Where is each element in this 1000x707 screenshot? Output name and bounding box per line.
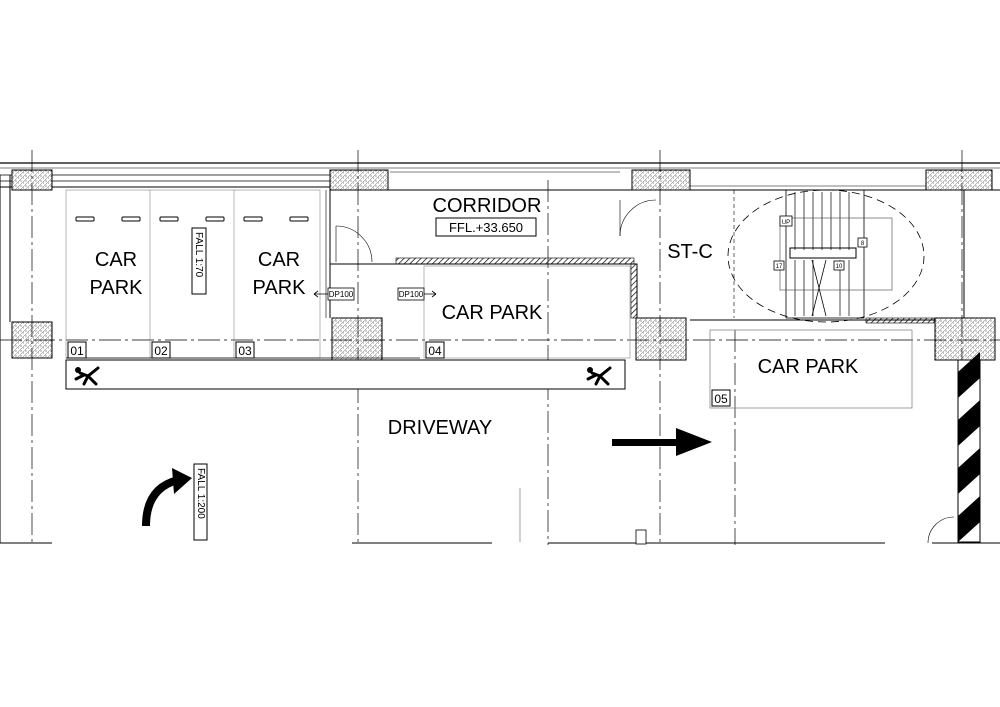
fall-label-1: FALL 1:70 — [193, 232, 204, 278]
corridor-walls — [325, 190, 657, 359]
stair-markers: 8 17 10 — [773, 237, 868, 271]
stair-core — [690, 189, 965, 324]
svg-text:DP100: DP100 — [399, 290, 424, 299]
svg-text:04: 04 — [428, 344, 442, 358]
fall-box-1 — [191, 227, 207, 295]
svg-text:03: 03 — [238, 344, 252, 358]
fall-label-2: FALL 1:200 — [195, 468, 206, 519]
running-man-icon — [74, 366, 100, 386]
corridor-level: FFL.+33.650 — [449, 220, 523, 235]
running-man-icon — [586, 366, 612, 386]
svg-text:DP100: DP100 — [329, 290, 354, 299]
corridor-label: CORRIDOR — [433, 195, 542, 217]
svg-text:10: 10 — [836, 264, 843, 270]
bay-tags: 01 02 03 04 05 — [67, 341, 731, 407]
up-tag: UP — [779, 215, 793, 227]
door-swing-bottom — [927, 516, 955, 544]
stair-label: ST-C — [667, 241, 713, 263]
curved-arrow-icon — [142, 468, 192, 527]
grid-bubble — [635, 529, 647, 545]
car-park-1-line1: CAR — [95, 249, 137, 271]
door-tag-left: DP100 — [313, 287, 355, 301]
driveway-label: DRIVEWAY — [388, 417, 492, 439]
level-box — [435, 217, 537, 237]
direction-arrow-icon — [612, 428, 712, 456]
car-park-5-label: CAR PARK — [758, 356, 859, 378]
top-wall — [0, 162, 1000, 191]
pedestrian-walkway — [65, 359, 626, 390]
car-park-1-line2: PARK — [90, 277, 144, 299]
car-park-5-bay — [709, 329, 913, 409]
car-park-3-line1: CAR — [258, 249, 300, 271]
svg-text:05: 05 — [714, 392, 728, 406]
hazard-stripes-icon — [957, 352, 981, 543]
door-tag-right: DP100 — [397, 287, 437, 301]
bottom-edge — [0, 175, 1000, 544]
svg-text:8: 8 — [861, 241, 865, 247]
fall-box-2 — [193, 463, 208, 541]
svg-text:02: 02 — [154, 344, 168, 358]
car-park-3-line2: PARK — [253, 277, 307, 299]
svg-text:UP: UP — [782, 220, 790, 226]
svg-text:17: 17 — [776, 264, 783, 270]
svg-text:01: 01 — [70, 344, 84, 358]
car-park-4-label: CAR PARK — [442, 302, 543, 324]
